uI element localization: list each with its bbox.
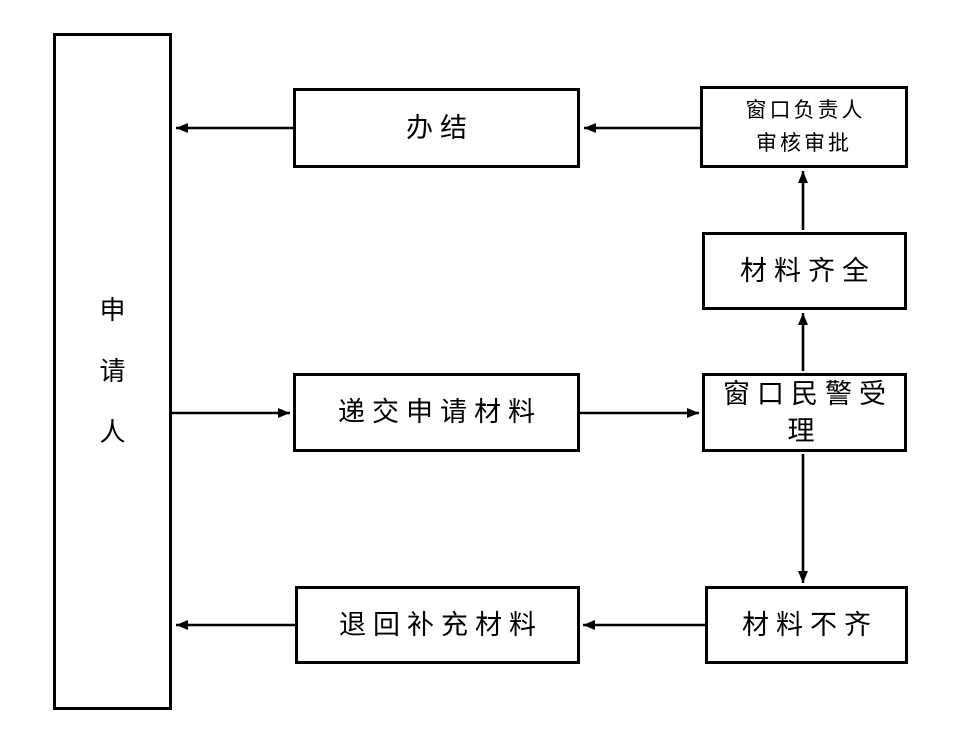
node-materials-complete: 材料齐全 xyxy=(702,232,907,310)
node-return-supplement-label: 退回补充材料 xyxy=(339,609,543,640)
node-applicant-label: 申请人 xyxy=(99,295,126,448)
node-window-officer-accept: 窗口民警受理 xyxy=(702,373,907,452)
node-materials-complete-label: 材料齐全 xyxy=(740,255,876,286)
node-complete-label: 办结 xyxy=(406,112,474,143)
node-applicant: 申请人 xyxy=(53,33,172,710)
node-supervisor-review: 窗口负责人 审核审批 xyxy=(700,86,908,168)
node-submit-materials-label: 递交申请材料 xyxy=(338,397,542,428)
node-materials-incomplete: 材料不齐 xyxy=(705,586,908,664)
node-complete: 办结 xyxy=(293,88,580,168)
node-window-officer-accept-label: 窗口民警受理 xyxy=(723,379,893,446)
node-supervisor-review-label: 窗口负责人 审核审批 xyxy=(745,98,866,155)
node-submit-materials: 递交申请材料 xyxy=(293,373,580,452)
node-materials-incomplete-label: 材料不齐 xyxy=(742,609,878,640)
node-return-supplement: 退回补充材料 xyxy=(295,586,580,664)
